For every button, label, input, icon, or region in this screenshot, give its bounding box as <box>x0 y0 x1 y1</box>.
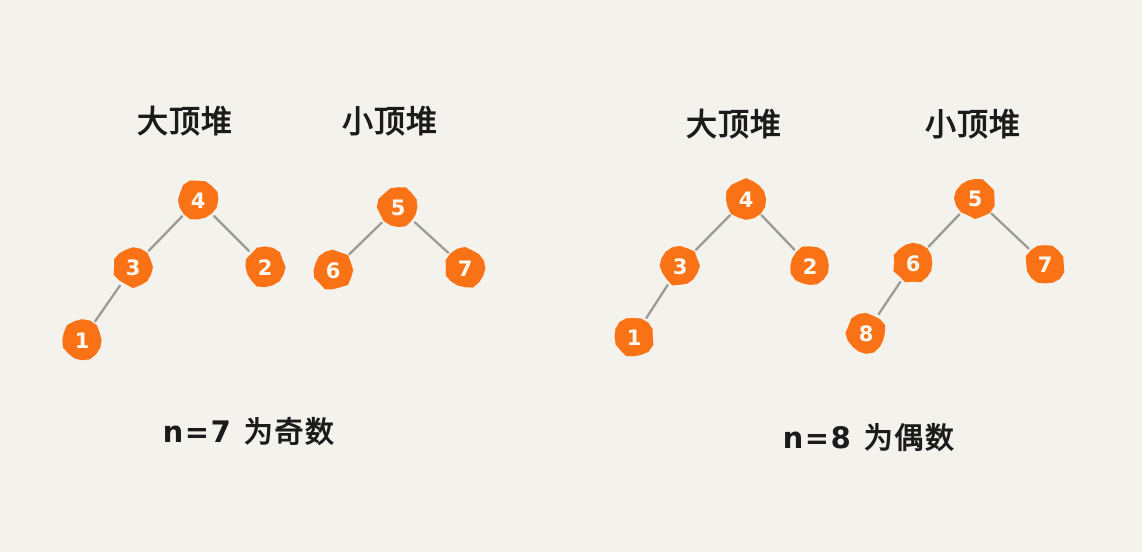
heap-edge <box>93 284 122 323</box>
node-label: 7 <box>1038 253 1053 277</box>
node-label: 2 <box>258 256 273 280</box>
heap-max-heap-even: 4 3 2 1 大顶堆 <box>614 108 829 357</box>
heap-edge <box>927 213 961 248</box>
heap-node-5[interactable]: 5 <box>953 178 995 220</box>
node-label: 4 <box>191 189 206 213</box>
heap-node-7[interactable]: 7 <box>445 246 486 288</box>
heap-edge <box>645 284 669 319</box>
heap-node-7[interactable]: 7 <box>1025 245 1065 284</box>
node-circle <box>614 317 654 357</box>
heap-min-heap-even: 5 6 7 8 小顶堆 <box>845 108 1065 354</box>
heap-node-3[interactable]: 3 <box>659 245 701 286</box>
node-circle <box>1025 245 1065 284</box>
heap-title-max-heap-even: 大顶堆 <box>686 108 782 144</box>
node-label: 2 <box>803 255 818 279</box>
heap-edge <box>413 221 450 254</box>
heap-node-8[interactable]: 8 <box>845 312 886 354</box>
node-circle <box>245 246 286 288</box>
heap-edge <box>147 215 184 252</box>
heap-node-4[interactable]: 4 <box>725 177 767 220</box>
heap-node-6[interactable]: 6 <box>313 249 354 290</box>
heap-node-3[interactable]: 3 <box>113 247 154 289</box>
node-circle <box>445 246 486 288</box>
diagram-content: 4 3 2 1 大顶堆 5 6 7 小顶堆 n=7 为奇数 4 3 2 1 大顶堆 5 6 7 8 小顶堆 n=8 为偶… <box>62 105 1065 455</box>
node-label: 1 <box>627 326 642 350</box>
node-label: 5 <box>391 196 406 220</box>
node-circle <box>62 319 102 361</box>
heap-node-1[interactable]: 1 <box>62 319 102 361</box>
heap-title-min-heap-odd: 小顶堆 <box>342 105 438 141</box>
node-label: 4 <box>739 188 754 212</box>
heap-node-5[interactable]: 5 <box>376 187 418 228</box>
heap-node-2[interactable]: 2 <box>245 246 286 288</box>
node-label: 8 <box>859 322 874 346</box>
node-label: 3 <box>126 256 141 280</box>
heap-max-heap-odd: 4 3 2 1 大顶堆 <box>62 105 286 361</box>
node-circle <box>113 247 154 289</box>
node-label: 6 <box>326 259 341 283</box>
heap-edge <box>877 280 902 316</box>
heap-title-max-heap-odd: 大顶堆 <box>137 105 233 141</box>
node-label: 3 <box>673 255 688 279</box>
node-circle <box>659 245 701 286</box>
node-circle <box>790 246 829 285</box>
node-circle <box>953 178 995 220</box>
heap-node-2[interactable]: 2 <box>790 246 829 285</box>
heap-edge <box>990 212 1030 250</box>
node-circle <box>845 312 886 354</box>
node-circle <box>893 242 933 283</box>
panel-caption-odd-panel: n=7 为奇数 <box>163 415 336 449</box>
heap-node-4[interactable]: 4 <box>177 180 219 220</box>
heap-edge <box>348 221 383 256</box>
panel-caption-even-panel: n=8 为偶数 <box>783 421 956 455</box>
heap-title-min-heap-even: 小顶堆 <box>925 108 1021 144</box>
heap-min-heap-odd: 5 6 7 小顶堆 <box>313 105 486 290</box>
node-label: 7 <box>458 257 473 281</box>
node-label: 1 <box>75 329 90 353</box>
heap-node-6[interactable]: 6 <box>893 242 933 283</box>
node-circle <box>376 187 418 228</box>
node-label: 5 <box>968 187 983 211</box>
panel-odd-panel: 4 3 2 1 大顶堆 5 6 7 小顶堆 n=7 为奇数 <box>62 105 486 449</box>
heap-edge <box>694 214 732 251</box>
panel-even-panel: 4 3 2 1 大顶堆 5 6 7 8 小顶堆 n=8 为偶数 <box>614 108 1065 455</box>
heap-edge <box>213 215 250 252</box>
heap-edge <box>760 214 796 251</box>
node-circle <box>725 177 767 220</box>
node-label: 6 <box>906 252 921 276</box>
heap-node-1[interactable]: 1 <box>614 317 654 357</box>
node-circle <box>313 249 354 290</box>
node-circle <box>177 180 219 220</box>
